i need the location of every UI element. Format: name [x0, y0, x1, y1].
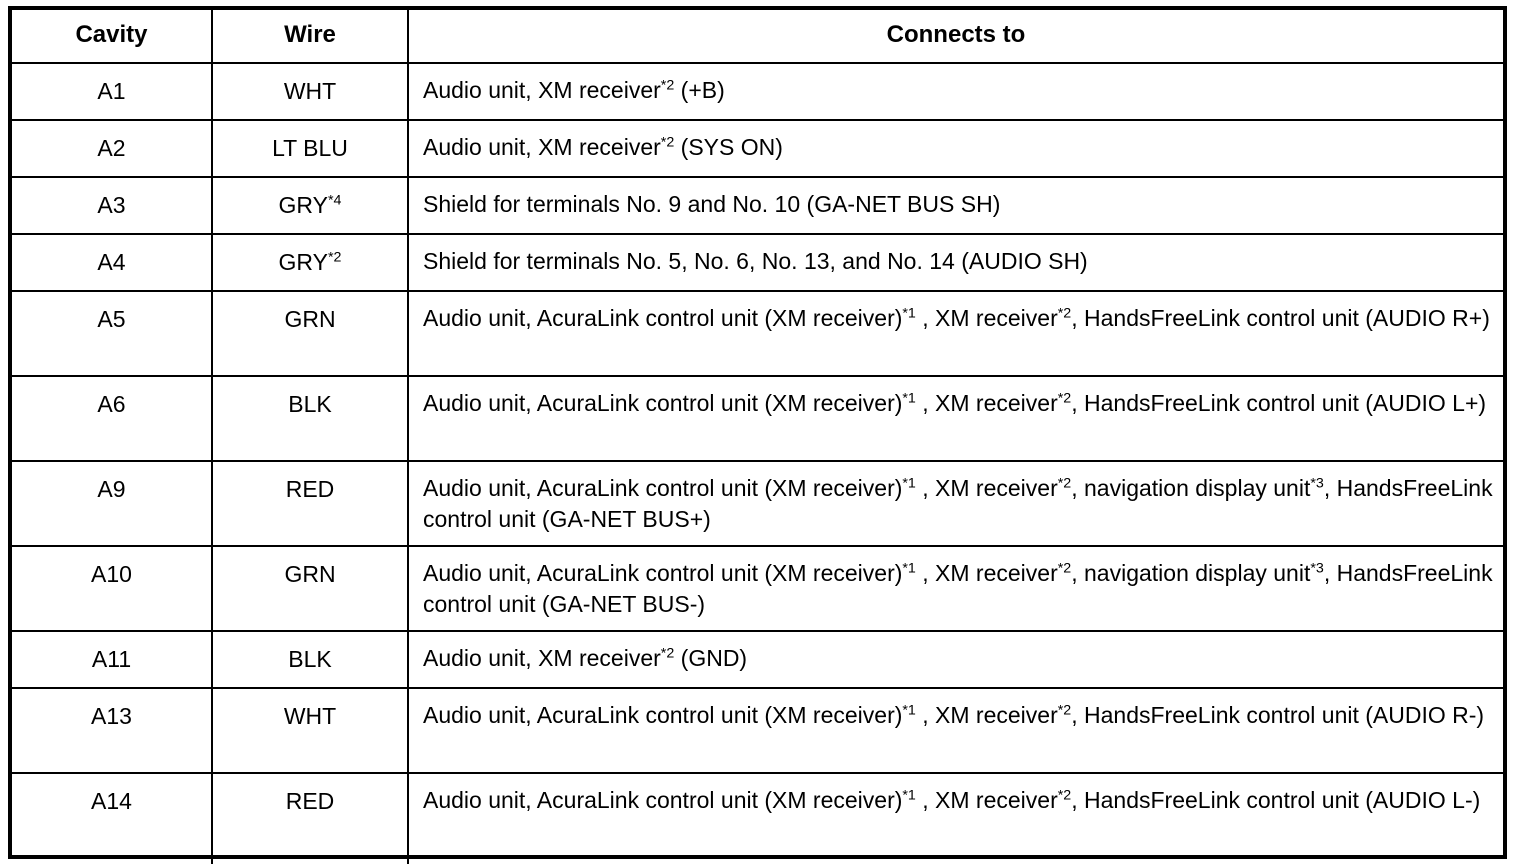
wire-value: WHT	[283, 78, 337, 104]
cavity-value: A10	[91, 561, 132, 587]
connects-to-value: Audio unit, XM receiver*2 (+B)	[423, 77, 725, 103]
connects-to-value: Audio unit, XM receiver*2 (GND)	[423, 645, 748, 671]
column-header-wire-label: Wire	[284, 21, 336, 48]
column-header-cavity: Cavity	[12, 10, 213, 64]
cell-cavity: A1	[12, 62, 213, 121]
connects-to-value: Shield for terminals No. 9 and No. 10 (G…	[423, 191, 1001, 217]
wire-value: GRN	[284, 306, 336, 332]
connects-to-value: Shield for terminals No. 5, No. 6, No. 1…	[423, 248, 1088, 274]
cell-connects-to: Audio unit, AcuraLink control unit (XM r…	[407, 375, 1503, 462]
cavity-value: A5	[97, 306, 126, 332]
wire-value: WHT	[283, 703, 337, 729]
wire-value: GRN	[284, 561, 336, 587]
table-row: A13 WHT Audio unit, AcuraLink control unit…	[12, 687, 1503, 774]
header-row: Cavity Wire Connects to	[12, 10, 1503, 64]
cell-wire: RED	[211, 460, 409, 547]
cell-cavity: A6	[12, 375, 213, 462]
wire-value: BLK	[288, 391, 332, 417]
cavity-value: A2	[97, 135, 126, 161]
cell-cavity: A4	[12, 233, 213, 292]
connects-to-value: Audio unit, XM receiver*2 (SYS ON)	[423, 134, 783, 160]
cavity-value: A1	[97, 78, 126, 104]
table-row: A3 GRY*4 Shield for terminals No. 9 and No…	[12, 176, 1503, 235]
connects-to-value: Audio unit, AcuraLink control unit (XM r…	[423, 787, 1481, 813]
cell-cavity: A11	[12, 630, 213, 689]
column-header-cavity-label: Cavity	[75, 21, 148, 48]
table-header: Cavity Wire Connects to	[12, 10, 1503, 64]
table-row: A11 BLK Audio unit, XM receiver*2 (GND)	[12, 630, 1503, 689]
wire-footnote-marker: *2	[327, 249, 342, 266]
table-row: A6 BLK Audio unit, AcuraLink control unit …	[12, 375, 1503, 462]
cavity-value: A3	[97, 192, 126, 218]
cell-connects-to: Audio unit, XM receiver*2 (+B)	[407, 62, 1503, 121]
cell-connects-to: Audio unit, AcuraLink control unit (XM r…	[407, 460, 1503, 547]
wire-value: RED	[285, 476, 335, 502]
cell-connects-to: Audio unit, XM receiver*2 (SYS ON)	[407, 119, 1503, 178]
cell-connects-to: Audio unit, AcuraLink control unit (XM r…	[407, 545, 1503, 632]
cell-wire: RED	[211, 772, 409, 864]
cell-wire: GRN	[211, 290, 409, 377]
cavity-value: A9	[97, 476, 126, 502]
cell-cavity: A13	[12, 687, 213, 774]
column-header-connects-to-label: Connects to	[886, 21, 1026, 48]
connects-to-value: Audio unit, AcuraLink control unit (XM r…	[423, 560, 1493, 617]
column-header-connects-to: Connects to	[407, 10, 1503, 64]
cell-cavity: A5	[12, 290, 213, 377]
wire-footnote-marker: *4	[327, 192, 342, 209]
wire-value: RED	[285, 788, 335, 814]
connects-to-value: Audio unit, AcuraLink control unit (XM r…	[423, 702, 1485, 728]
cell-cavity: A9	[12, 460, 213, 547]
cell-wire: LT BLU	[211, 119, 409, 178]
connects-to-value: Audio unit, AcuraLink control unit (XM r…	[423, 305, 1490, 331]
table-row: A2 LT BLU Audio unit, XM receiver*2 (SYS O…	[12, 119, 1503, 178]
wire-value: GRY*4	[278, 192, 342, 218]
cell-wire: GRY*4	[211, 176, 409, 235]
cell-wire: WHT	[211, 687, 409, 774]
cell-wire: BLK	[211, 630, 409, 689]
wire-value: BLK	[288, 646, 332, 672]
cell-connects-to: Audio unit, XM receiver*2 (GND)	[407, 630, 1503, 689]
cell-cavity: A2	[12, 119, 213, 178]
table-row: A4 GRY*2 Shield for terminals No. 5, No. 6…	[12, 233, 1503, 292]
cavity-value: A11	[91, 646, 132, 672]
cell-connects-to: Shield for terminals No. 9 and No. 10 (G…	[407, 176, 1503, 235]
cell-cavity: A3	[12, 176, 213, 235]
table-row: A14 RED Audio unit, AcuraLink control unit…	[12, 772, 1503, 864]
cell-wire: BLK	[211, 375, 409, 462]
cavity-value: A13	[91, 703, 132, 729]
cell-cavity: A14	[12, 772, 213, 864]
cell-connects-to: Audio unit, AcuraLink control unit (XM r…	[407, 290, 1503, 377]
column-header-wire: Wire	[211, 10, 409, 64]
table-row: A5 GRN Audio unit, AcuraLink control unit …	[12, 290, 1503, 377]
cavity-value: A6	[97, 391, 126, 417]
wire-value: GRY*2	[278, 249, 342, 275]
wire-value: LT BLU	[272, 135, 348, 161]
cell-wire: WHT	[211, 62, 409, 121]
table-row: A9 RED Audio unit, AcuraLink control unit …	[12, 460, 1503, 547]
cell-wire: GRY*2	[211, 233, 409, 292]
cell-connects-to: Shield for terminals No. 5, No. 6, No. 1…	[407, 233, 1503, 292]
cell-connects-to: Audio unit, AcuraLink control unit (XM r…	[407, 687, 1503, 774]
connects-to-value: Audio unit, AcuraLink control unit (XM r…	[423, 390, 1487, 416]
table-row: A1 WHT Audio unit, XM receiver*2 (+B)	[12, 62, 1503, 121]
cavity-value: A14	[91, 788, 132, 814]
cavity-value: A4	[97, 249, 126, 275]
cell-cavity: A10	[12, 545, 213, 632]
cell-wire: GRN	[211, 545, 409, 632]
connects-to-value: Audio unit, AcuraLink control unit (XM r…	[423, 475, 1493, 532]
cell-connects-to: Audio unit, AcuraLink control unit (XM r…	[407, 772, 1503, 864]
table-row: A10 GRN Audio unit, AcuraLink control unit…	[12, 545, 1503, 632]
